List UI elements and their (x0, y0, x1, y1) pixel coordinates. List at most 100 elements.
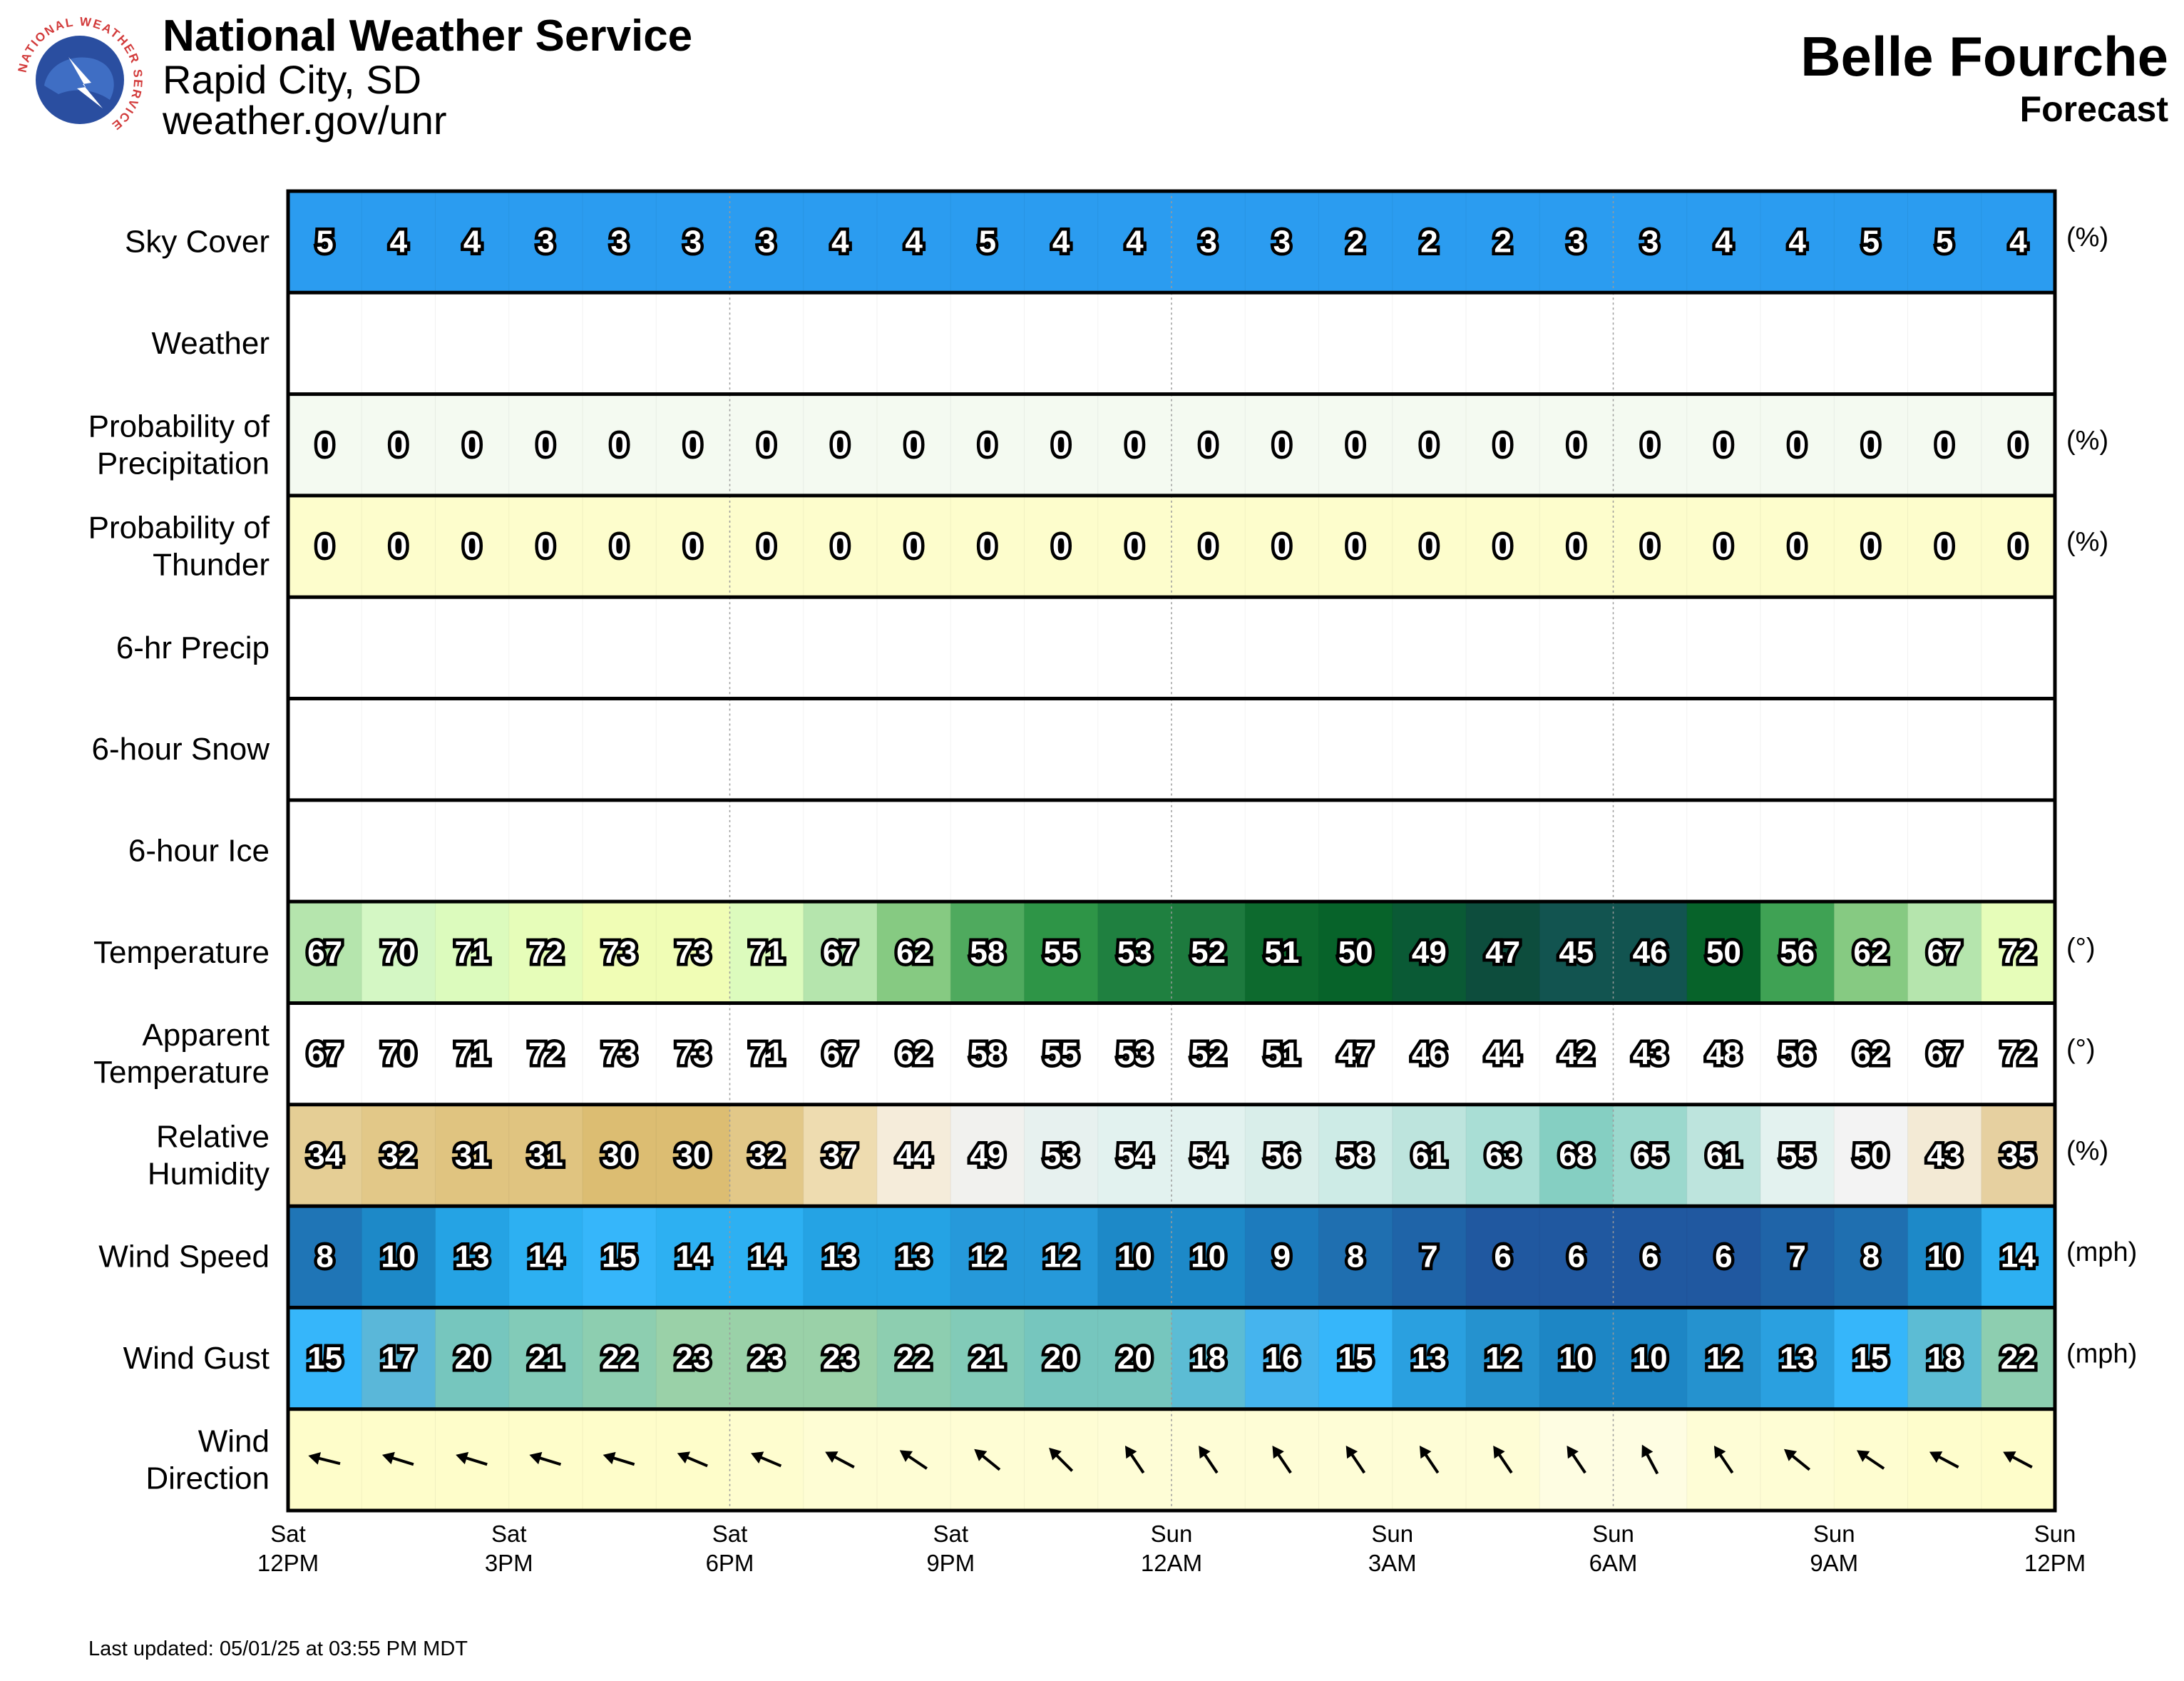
cell-bg (1097, 901, 1172, 1003)
cell-value: 21 (970, 1341, 1005, 1376)
cell-bg (1024, 1206, 1099, 1308)
cell-bg (1318, 597, 1393, 699)
cell-bg (508, 901, 583, 1003)
cell-value: 61 (1412, 1138, 1447, 1172)
cell-value: 17 (381, 1341, 416, 1376)
cell-bg (1539, 1206, 1614, 1308)
location-title: Belle Fourche (1800, 25, 2168, 88)
cell-bg (1172, 1104, 1246, 1207)
cell-bg (729, 495, 804, 598)
cell-value: 22 (602, 1341, 637, 1376)
cell-bg (1981, 597, 2056, 699)
cell-bg (803, 1206, 878, 1308)
cell-value: 0 (1273, 427, 1291, 462)
cell-bg (1024, 1307, 1099, 1409)
cell-value: 12 (1044, 1240, 1079, 1274)
cell-bg (1686, 597, 1761, 699)
cell-value: 0 (758, 529, 775, 564)
cell-bg (1245, 799, 1319, 902)
cell-bg (435, 698, 510, 800)
cell-value: 12 (1706, 1341, 1741, 1376)
cell-bg (288, 1104, 362, 1207)
cell-value: 43 (1633, 1036, 1668, 1071)
cell-bg (729, 394, 804, 496)
cell-value: 0 (537, 427, 554, 462)
cell-bg (435, 292, 510, 394)
cell-bg (1686, 1307, 1761, 1409)
cell-bg (729, 1206, 804, 1308)
office-header: National Weather Service Rapid City, SD … (163, 13, 692, 141)
row-6-hour-snow (288, 698, 2056, 800)
cell-value: 0 (1862, 529, 1880, 564)
cell-bg (1613, 1206, 1688, 1308)
cell-value: 0 (1494, 529, 1511, 564)
cell-value: 18 (1191, 1341, 1226, 1376)
cell-value: 50 (1853, 1138, 1888, 1172)
cell-value: 14 (675, 1240, 710, 1274)
wind-arrow-icon (677, 1451, 708, 1468)
cell-bg (1613, 292, 1688, 394)
cell-bg (288, 799, 362, 902)
cell-value: 5 (1862, 225, 1880, 260)
cell-bg (1981, 901, 2056, 1003)
cell-bg (288, 191, 362, 293)
cell-bg (1834, 191, 1908, 293)
cell-bg (1024, 799, 1099, 902)
cell-value: 2 (1420, 225, 1437, 260)
row-unit: (%) (2066, 223, 2108, 252)
grid-border (286, 189, 2057, 1513)
cell-bg (1981, 799, 2056, 902)
cell-value: 3 (537, 225, 554, 260)
cell-value: 16 (1264, 1341, 1299, 1376)
cell-bg (877, 1206, 951, 1308)
cell-bg (288, 698, 362, 800)
cell-bg (803, 191, 878, 293)
cell-bg (435, 1104, 510, 1207)
cell-bg (729, 1003, 804, 1105)
cell-bg (362, 394, 436, 496)
cell-bg (729, 1104, 804, 1207)
cell-value: 20 (1044, 1341, 1079, 1376)
cell-value: 4 (2009, 225, 2027, 260)
cell-bg (583, 394, 657, 496)
cell-bg (1245, 901, 1319, 1003)
cell-bg (1613, 495, 1688, 598)
x-tick-day: Sat (491, 1521, 527, 1547)
cell-bg (1686, 1206, 1761, 1308)
cell-bg (1686, 1104, 1761, 1207)
cell-value: 0 (316, 427, 333, 462)
cell-value: 71 (749, 1036, 784, 1071)
cell-bg (1981, 1003, 2056, 1105)
cell-value: 15 (307, 1341, 342, 1376)
cell-bg (729, 292, 804, 394)
cell-value: 51 (1264, 1036, 1299, 1071)
cell-value: 0 (1641, 427, 1658, 462)
cell-value: 0 (1641, 529, 1658, 564)
wind-arrow-icon (974, 1448, 1001, 1471)
cell-bg (877, 597, 951, 699)
cell-value: 0 (1936, 427, 1953, 462)
cell-value: 73 (602, 1036, 637, 1071)
wind-arrow-icon (1049, 1447, 1074, 1472)
cell-bg (877, 394, 951, 496)
cell-bg (877, 901, 951, 1003)
cell-bg (583, 191, 657, 293)
cell-bg (1760, 292, 1835, 394)
cell-value: 0 (1788, 427, 1805, 462)
cell-bg (1907, 901, 1982, 1003)
office-url[interactable]: weather.gov/unr (163, 98, 447, 143)
wind-arrow-icon (751, 1451, 782, 1468)
cell-bg (362, 597, 436, 699)
row-label: Temperature (93, 935, 270, 970)
cell-bg (508, 799, 583, 902)
cell-value: 31 (528, 1138, 563, 1172)
cell-bg (1613, 597, 1688, 699)
cell-value: 62 (1853, 1036, 1888, 1071)
cell-bg (1097, 1307, 1172, 1409)
